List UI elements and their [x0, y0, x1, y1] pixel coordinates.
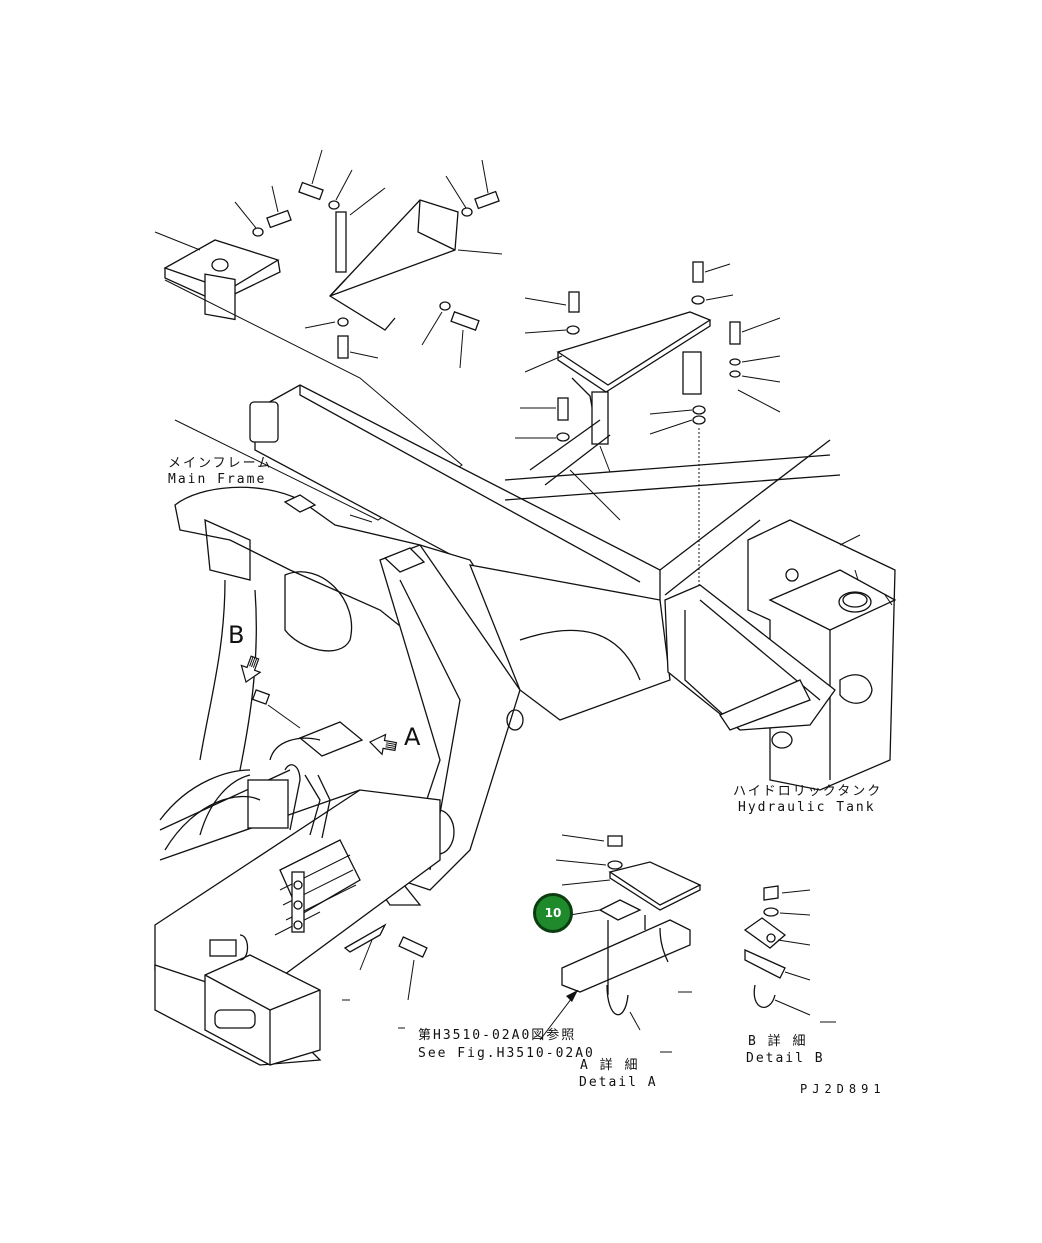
- detail-a-label-en: Detail A: [579, 1075, 658, 1090]
- see-fig-label-en: See Fig.H3510-02A0: [418, 1046, 595, 1061]
- main-frame: [154, 384, 841, 1066]
- detail-b-drawing: [743, 885, 836, 1023]
- upper-left-bracket: [154, 185, 292, 321]
- main-frame-label-en: Main Frame: [168, 472, 267, 487]
- detail-a-label-jp: A 詳 細: [580, 1058, 640, 1073]
- drawing-code: PJ2D891: [800, 1082, 886, 1096]
- view-arrows: [240, 655, 397, 756]
- part-callout-10[interactable]: 10: [533, 893, 573, 933]
- detail-a-drawing: [539, 834, 702, 1041]
- tank-mount-bracket: [515, 261, 781, 620]
- view-b-label: B: [228, 621, 245, 649]
- detail-b-label-en: Detail B: [746, 1051, 825, 1066]
- view-a-label: A: [404, 723, 421, 751]
- see-fig-label-jp: 第H3510-02A0図参照: [418, 1028, 577, 1043]
- hydraulic-tank: [659, 439, 897, 791]
- main-frame-label-jp: メインフレーム: [168, 456, 273, 471]
- hydraulic-tank-label-jp: ハイドロリックタンク: [733, 784, 883, 799]
- detail-b-label-jp: B 詳 細: [748, 1034, 808, 1049]
- upper-middle-plate: [298, 149, 503, 369]
- platform-outline: [164, 279, 463, 521]
- hydraulic-tank-label-en: Hydraulic Tank: [738, 800, 876, 815]
